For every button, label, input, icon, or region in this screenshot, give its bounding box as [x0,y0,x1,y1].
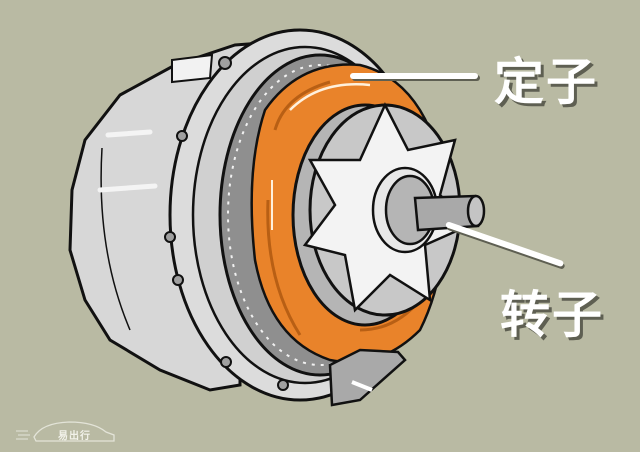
rotor [291,102,486,327]
rotor-label: 转子 [500,286,604,344]
watermark-text: 易出行 [58,431,91,442]
stator-label: 定子 [494,53,598,111]
power-cables [328,348,407,407]
stator-leader-line [350,73,478,79]
car-outline-icon [16,421,115,442]
